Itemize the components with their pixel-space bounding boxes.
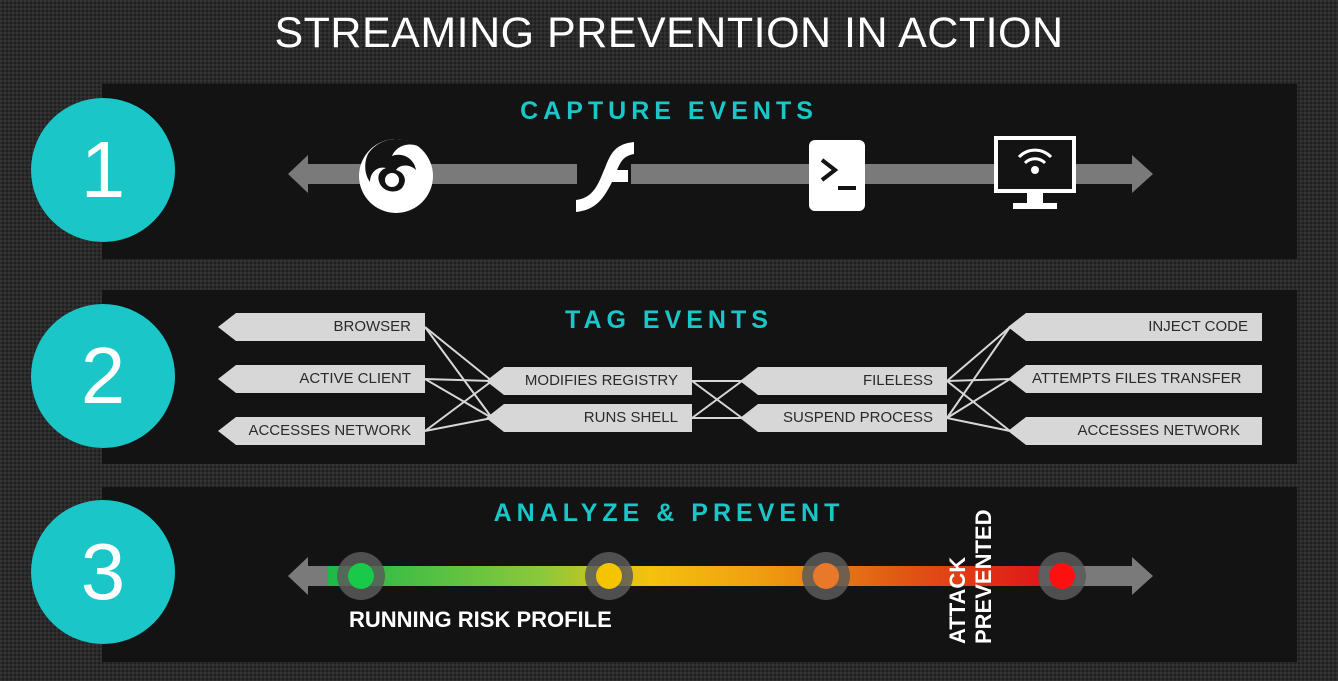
tag-events-title: TAG EVENTS bbox=[565, 306, 773, 334]
risk-dot-low bbox=[337, 552, 385, 600]
risk-dot-high bbox=[802, 552, 850, 600]
page-title: STREAMING PREVENTION IN ACTION bbox=[274, 9, 1064, 57]
tag-runs-shell: RUNS SHELL bbox=[486, 404, 692, 432]
tag-active-client: ACTIVE CLIENT bbox=[218, 365, 425, 393]
capture-events-title: CAPTURE EVENTS bbox=[520, 97, 818, 125]
tag-inject-code: INJECT CODE bbox=[1008, 313, 1262, 341]
tag-suspend-process: SUSPEND PROCESS bbox=[740, 404, 947, 432]
tag-attempts-files-transfer: ATTEMPTS FILES TRANSFER bbox=[1008, 365, 1262, 393]
tag-accesses-network-left: ACCESSES NETWORK bbox=[218, 417, 425, 445]
attack-label-line-1: ATTACK bbox=[945, 556, 970, 644]
tag-fileless: FILELESS bbox=[740, 367, 947, 395]
risk-double-arrow bbox=[288, 557, 1153, 595]
step-2-badge: 2 bbox=[31, 304, 175, 448]
terminal-icon bbox=[809, 140, 865, 211]
step-1-badge: 1 bbox=[31, 98, 175, 242]
risk-dot-medium bbox=[585, 552, 633, 600]
tag-modifies-registry: MODIFIES REGISTRY bbox=[486, 367, 692, 395]
capture-double-arrow bbox=[288, 155, 1153, 193]
analyze-prevent-title: ANALYZE & PREVENT bbox=[493, 499, 845, 527]
tag-connectors bbox=[424, 326, 1011, 432]
firefox-icon bbox=[359, 139, 433, 213]
step-3-badge: 3 bbox=[31, 500, 175, 644]
tag-accesses-network-right: ACCESSES NETWORK bbox=[1008, 417, 1262, 445]
tag-browser: BROWSER bbox=[218, 313, 425, 341]
attack-prevented-label: ATTACK PREVENTED bbox=[945, 510, 997, 644]
risk-dot-critical bbox=[1038, 552, 1086, 600]
network-monitor-icon bbox=[994, 136, 1076, 209]
attack-label-line-2: PREVENTED bbox=[971, 509, 996, 644]
flash-icon bbox=[576, 140, 634, 212]
running-risk-profile-label: RUNNING RISK PROFILE bbox=[349, 607, 612, 632]
